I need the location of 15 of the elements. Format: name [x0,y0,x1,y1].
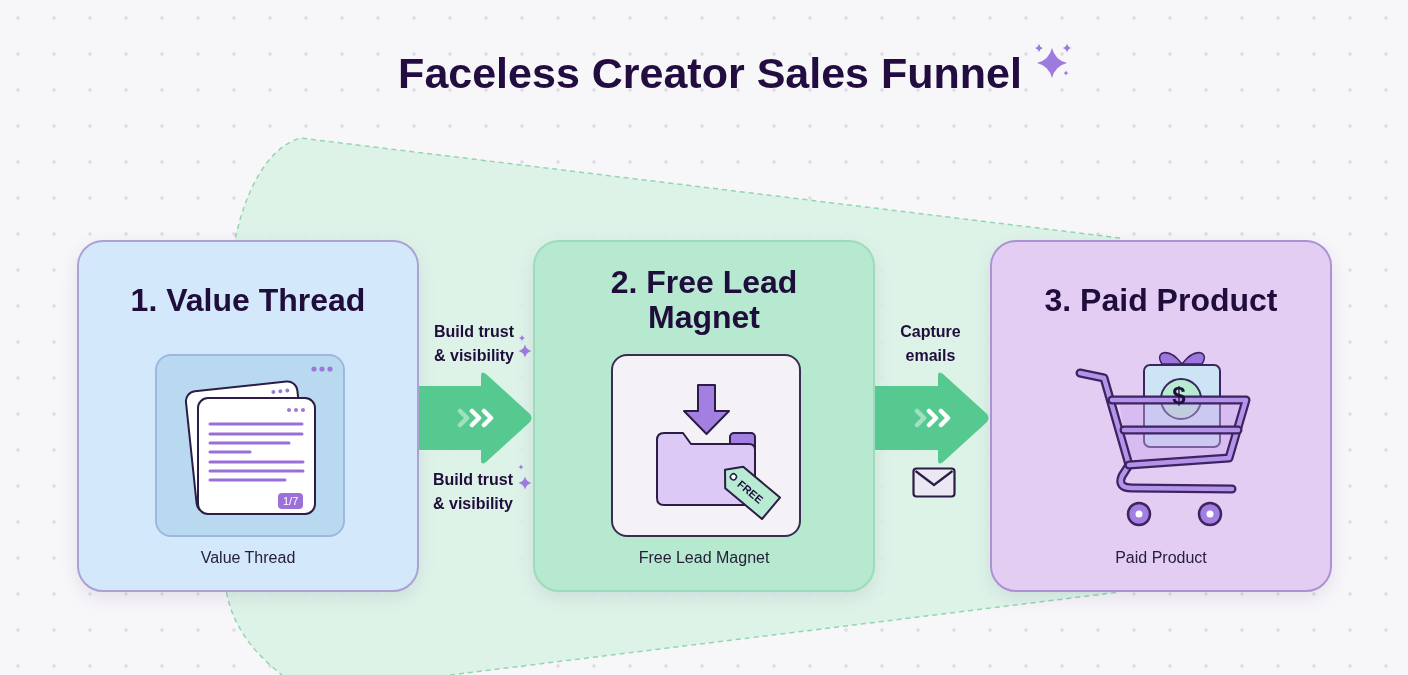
edge-label: Build trust & visibility [434,323,514,364]
step-caption: Value Thread [200,548,296,568]
step-heading: 2. Free Lead Magnet [610,264,798,335]
step-card [77,240,419,592]
step-heading: 1. Value Thread [130,281,366,318]
dollar-sign: $ [1172,383,1186,408]
edge-label: Capture emails [900,323,961,364]
step-heading: 3. Paid Product [1044,281,1278,318]
step-card [533,240,875,592]
step-caption: Paid Product [1115,548,1207,568]
page-counter: 1/7 [278,493,304,509]
step-card [990,240,1332,592]
title: Faceless Creator Sales Funnel [398,49,1022,97]
arrow-label: Build trust & visibility [433,471,513,512]
step-caption: Free Lead Magnet [638,548,770,568]
